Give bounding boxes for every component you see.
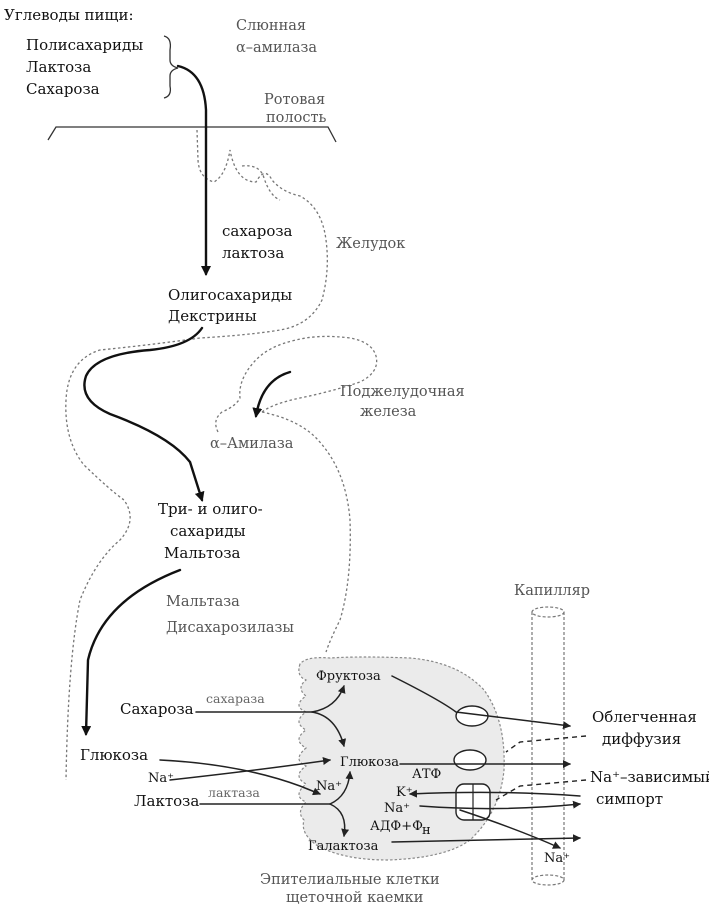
na-capillary-label: Na⁺	[544, 851, 570, 866]
adp-label: АДФ+Ф	[370, 819, 423, 834]
arrow-split-galactose	[329, 803, 350, 837]
food-polysaccharides: Полисахариды	[26, 36, 143, 54]
arrow-pump-na-out	[419, 800, 581, 810]
na-cell-label-2: Na⁺	[384, 801, 410, 816]
arrow-na-to-capillary	[459, 809, 561, 849]
arrow-split-glucose-lactose	[329, 771, 354, 805]
saccharides-label: сахариды	[170, 522, 246, 540]
glucose-transporter	[453, 749, 487, 771]
food-lactose: Лактоза	[26, 58, 91, 76]
callout-symport	[495, 779, 587, 801]
intestine-outline-right	[261, 411, 351, 653]
arrow-to-glucose	[81, 568, 182, 736]
na-symport-label: Na⁺–зависимый	[590, 768, 709, 786]
atp-label: АТФ	[412, 767, 442, 782]
pancreatic-amylase-label: α–Амилаза	[210, 436, 294, 452]
saliva-label: Слюнная	[236, 18, 306, 34]
k-label: K⁺	[396, 785, 413, 800]
callout-facilitated	[505, 735, 587, 753]
capillary-tube	[531, 612, 565, 880]
arrow-mouth-to-stomach	[176, 64, 211, 276]
stomach-sucrose: сахароза	[222, 222, 293, 240]
na-symport-label-2: симпорт	[596, 790, 663, 808]
adp-subscript: н	[422, 823, 431, 838]
arrow-stomach-to-intestine	[83, 326, 205, 502]
pancreas-outline	[215, 335, 378, 433]
arrow-pump-k-in	[409, 789, 581, 798]
galactose-label: Галактоза	[308, 839, 379, 854]
na-outside-label: Na⁺	[148, 771, 174, 786]
disaccharidases-label: Дисахарозилазы	[166, 620, 294, 636]
sucrase-label: сахараза	[206, 691, 265, 706]
glucose-outside-label: Глюкоза	[80, 746, 148, 764]
header-title: Углеводы пищи:	[4, 6, 134, 24]
facilitated-diffusion-label-2: диффузия	[602, 730, 681, 748]
saliva-amylase-label: α–амилаза	[236, 40, 317, 56]
maltase-label: Мальтаза	[166, 594, 240, 610]
capillary-bottom	[531, 874, 565, 886]
arrow-split-fructose	[311, 685, 346, 713]
mouth-label: Ротовая	[264, 92, 325, 108]
food-brace	[163, 35, 179, 99]
maltose-label: Мальтоза	[164, 544, 241, 562]
arrow-galactose-exit	[391, 834, 581, 843]
facilitated-diffusion-label: Облегченная	[592, 708, 697, 726]
pancreas-label: Поджелудочная	[340, 384, 465, 400]
brush-border-label: щеточной каемки	[286, 890, 423, 906]
digestive-tract-outline	[65, 129, 328, 781]
mouth-label-2: полость	[266, 110, 326, 126]
epithelium-label: Эпителиальные клетки	[260, 872, 440, 888]
capillary-top	[531, 606, 565, 618]
arrow-na-in	[169, 757, 331, 781]
mouth-cavity-outline	[47, 126, 337, 143]
capillary-label: Капилляр	[514, 583, 590, 599]
arrow-fructose-exit	[391, 675, 571, 730]
stomach-lactose: лактоза	[222, 244, 284, 262]
na-cell-label-1: Na⁺	[316, 779, 342, 794]
pancreas-label-2: железа	[360, 404, 417, 420]
tri-oligo-label: Три- и олиго-	[158, 500, 263, 518]
stomach-label: Желудок	[336, 236, 405, 252]
food-sucrose: Сахароза	[26, 80, 100, 98]
fructose-label: Фруктоза	[316, 669, 381, 684]
arrow-glucose-in	[159, 759, 321, 796]
oligosaccharides-label: Олигосахариды	[168, 286, 292, 304]
dextrins-label: Декстрины	[168, 307, 257, 325]
glucose-cell-label: Глюкоза	[340, 755, 399, 770]
lactose-cell-label: Лактоза	[134, 792, 199, 810]
sucrose-cell-label: Сахароза	[120, 700, 194, 718]
arrow-split-glucose	[311, 711, 347, 747]
arrow-pancreas-amylase	[252, 370, 292, 418]
lactase-label: лактаза	[208, 785, 260, 800]
